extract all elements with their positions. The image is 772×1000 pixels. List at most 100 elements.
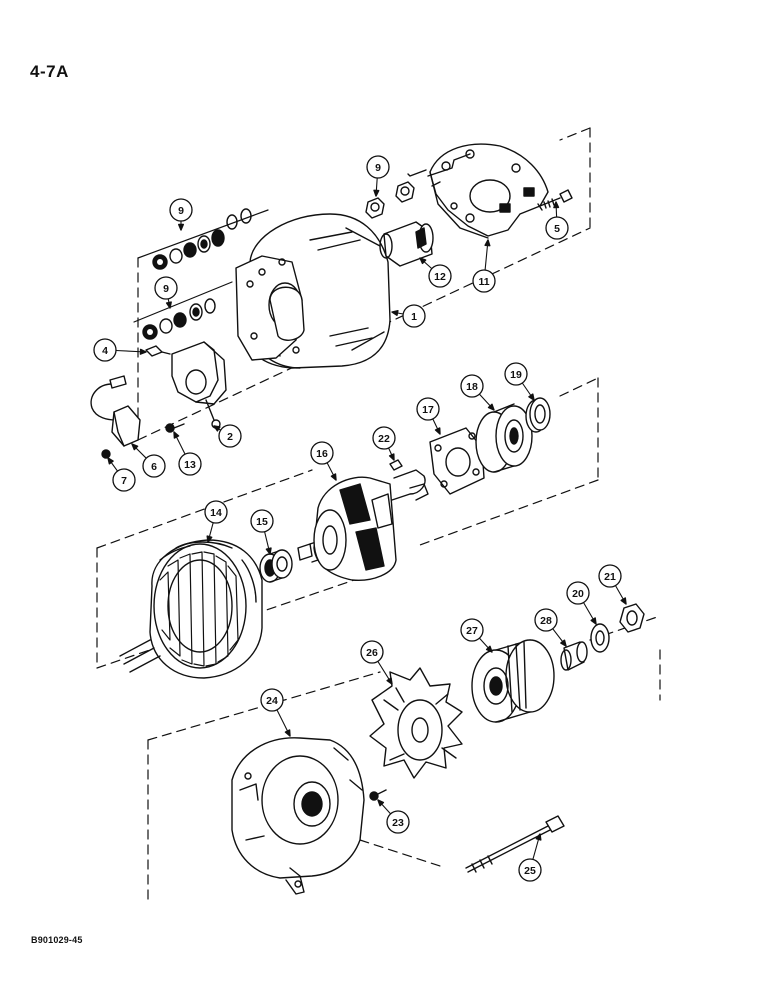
callout-layer: 1245679991112131415161718192021222324252… — [93, 155, 627, 882]
callout-circle — [416, 397, 440, 421]
callout-arrowhead — [484, 239, 491, 247]
callout-number: 12 — [434, 271, 446, 283]
callout-number: 19 — [510, 369, 522, 381]
callout-number: 16 — [316, 448, 328, 460]
callout-arrowhead — [386, 677, 393, 685]
callout-arrowhead — [107, 457, 114, 465]
callout-arrowhead — [388, 453, 395, 461]
callout-circle — [169, 198, 193, 222]
callout-22: 22 — [372, 426, 396, 461]
callout-9: 9 — [154, 276, 178, 309]
callout-circle — [154, 276, 178, 300]
callout-arrowhead — [620, 597, 627, 605]
pulley — [471, 639, 555, 723]
callout-23: 23 — [377, 799, 410, 834]
callout-arrowhead — [487, 403, 495, 411]
callout-number: 17 — [422, 404, 434, 416]
callout-9: 9 — [366, 155, 390, 197]
callout-number: 24 — [266, 695, 278, 707]
drawing-id: B901029-45 — [31, 935, 83, 945]
callout-7: 7 — [107, 457, 136, 492]
rectifier-plate — [407, 143, 549, 239]
brush — [145, 345, 171, 357]
callout-4: 4 — [93, 338, 147, 362]
callout-25: 25 — [518, 833, 542, 882]
callout-20: 20 — [566, 581, 597, 625]
spacer — [560, 641, 588, 671]
callout-arrowhead — [139, 348, 147, 355]
callout-1: 1 — [391, 304, 426, 328]
callout-arrowhead — [373, 189, 380, 197]
seal — [525, 397, 551, 433]
callout-6: 6 — [131, 443, 166, 478]
callout-16: 16 — [310, 441, 337, 481]
callout-circle — [260, 688, 284, 712]
callout-arrowhead — [553, 201, 560, 209]
callout-arrowhead — [265, 547, 272, 555]
callout-21: 21 — [598, 564, 627, 605]
callout-24: 24 — [260, 688, 291, 737]
callout-circle — [366, 155, 390, 179]
callout-arrowhead — [535, 833, 542, 841]
stator — [119, 539, 263, 679]
pulley-nut — [619, 603, 645, 633]
cooling-fan — [369, 667, 463, 779]
group-outline-rear — [137, 127, 591, 441]
callout-arrowhead — [590, 617, 597, 625]
through-bolt — [465, 815, 565, 873]
regulator-lead — [90, 375, 141, 447]
callout-arrowhead — [330, 473, 337, 481]
callout-arrowhead — [206, 535, 213, 543]
rear-bearing — [475, 403, 533, 473]
callout-circle — [518, 858, 542, 882]
callout-arrowhead — [391, 310, 399, 316]
callout-circle — [460, 374, 484, 398]
page-number: 4-7A — [30, 62, 69, 81]
callout-circle — [428, 264, 452, 288]
washer-nut-set-lower — [133, 281, 233, 340]
callout-11: 11 — [472, 239, 496, 293]
callout-arrowhead — [131, 443, 139, 451]
nut-pair-top — [365, 181, 415, 219]
callout-circle — [310, 441, 334, 465]
callout-number: 9 — [163, 283, 169, 295]
callout-arrowhead — [528, 393, 535, 401]
bearing-retainer — [429, 427, 485, 495]
callout-circle — [460, 618, 484, 642]
callout-number: 26 — [366, 647, 378, 659]
callout-arrowhead — [434, 427, 441, 435]
callout-circle — [372, 426, 396, 450]
callout-number: 14 — [210, 507, 222, 519]
stator-windings — [159, 551, 239, 667]
callout-circle — [598, 564, 622, 588]
callout-2: 2 — [213, 424, 242, 448]
callout-5: 5 — [545, 201, 569, 240]
small-screws — [101, 423, 185, 459]
callout-circle — [93, 338, 117, 362]
callout-arrowhead — [284, 729, 291, 737]
lockwasher — [590, 623, 610, 653]
bearing-bushing — [379, 221, 434, 267]
callout-circle — [142, 454, 166, 478]
callout-arrowhead — [377, 799, 385, 807]
callout-circle — [402, 304, 426, 328]
callout-27: 27 — [460, 618, 493, 653]
callout-15: 15 — [250, 509, 274, 555]
callout-circle — [545, 216, 569, 240]
callout-arrowhead — [178, 223, 184, 231]
callout-circle — [472, 269, 496, 293]
callout-number: 22 — [378, 433, 390, 445]
callout-number: 6 — [151, 461, 157, 473]
callout-arrowhead — [485, 645, 493, 653]
screw — [537, 189, 573, 211]
callout-number: 21 — [604, 571, 616, 583]
callout-number: 7 — [121, 475, 127, 487]
callout-circle — [386, 810, 410, 834]
callout-arrowhead — [165, 301, 172, 309]
callout-18: 18 — [460, 374, 495, 411]
callout-13: 13 — [173, 431, 202, 476]
front-bearing — [259, 549, 293, 583]
brush-holder-regulator — [171, 341, 227, 429]
washer-nut-set-upper — [137, 208, 269, 270]
fan-screw — [369, 789, 387, 801]
